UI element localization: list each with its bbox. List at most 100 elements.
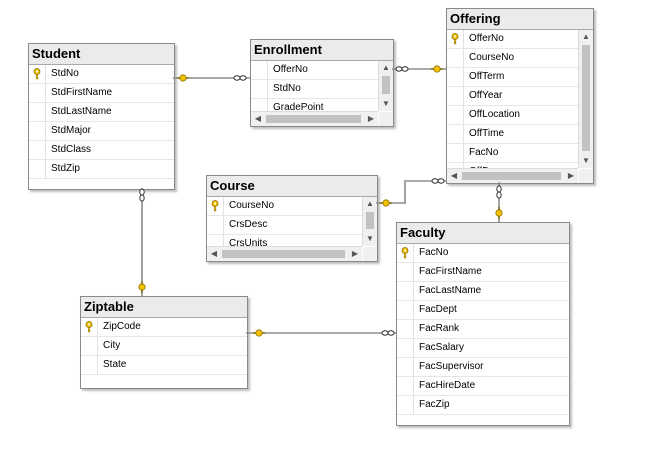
table-title[interactable]: Student [29,44,174,65]
field-row[interactable]: FacFirstName [397,263,569,282]
row-selector[interactable] [207,216,224,234]
field-row[interactable]: State [81,356,247,375]
primary-key-icon [85,321,93,333]
row-selector[interactable] [207,197,224,215]
scroll-thumb[interactable] [462,172,561,180]
horizontal-scrollbar[interactable]: ◀▶ [447,168,578,183]
field-row[interactable]: FacHireDate [397,377,569,396]
vertical-scrollbar[interactable]: ▲▼ [362,197,377,246]
field-row[interactable]: ZipCode [81,318,247,337]
row-selector[interactable] [29,103,46,121]
field-name: OfferNo [273,64,308,75]
field-row[interactable]: OffYear [447,87,578,106]
table-title[interactable]: Course [207,176,377,197]
scroll-right-icon[interactable]: ▶ [367,114,375,123]
row-selector[interactable] [447,87,464,105]
scroll-up-icon[interactable]: ▲ [382,63,390,72]
scroll-left-icon[interactable]: ◀ [254,114,262,123]
scroll-thumb[interactable] [366,212,374,229]
scroll-thumb[interactable] [382,76,390,94]
row-selector[interactable] [81,337,98,355]
field-row[interactable]: StdLastName [29,103,174,122]
row-selector[interactable] [397,282,414,300]
row-selector[interactable] [397,377,414,395]
scroll-up-icon[interactable]: ▲ [366,199,374,208]
field-row[interactable]: OfferNo [447,30,578,49]
horizontal-scrollbar[interactable]: ◀▶ [207,246,362,261]
row-selector[interactable] [81,356,98,374]
row-selector[interactable] [251,99,268,117]
field-row[interactable]: StdMajor [29,122,174,141]
row-selector[interactable] [29,141,46,159]
field-row[interactable]: StdNo [251,80,378,99]
field-row[interactable]: FacLastName [397,282,569,301]
field-row[interactable]: FacZip [397,396,569,415]
field-row[interactable]: CrsDesc [207,216,362,235]
row-selector[interactable] [397,320,414,338]
scroll-down-icon[interactable]: ▼ [366,234,374,243]
scroll-thumb[interactable] [582,45,590,151]
vertical-scrollbar[interactable]: ▲▼ [578,30,593,168]
row-selector[interactable] [29,84,46,102]
row-selector[interactable] [397,301,414,319]
scroll-down-icon[interactable]: ▼ [382,99,390,108]
field-row[interactable]: FacDept [397,301,569,320]
table-title[interactable]: Ziptable [81,297,247,318]
field-row[interactable]: OffLocation [447,106,578,125]
row-selector[interactable] [207,235,224,253]
field-row[interactable]: OffTime [447,125,578,144]
field-row[interactable]: FacSalary [397,339,569,358]
horizontal-scrollbar[interactable]: ◀▶ [251,111,378,126]
scroll-right-icon[interactable]: ▶ [351,249,359,258]
row-selector[interactable] [397,339,414,357]
field-row[interactable]: StdFirstName [29,84,174,103]
field-row[interactable]: FacSupervisor [397,358,569,377]
row-selector[interactable] [397,263,414,281]
field-row[interactable]: CourseNo [207,197,362,216]
field-row[interactable]: StdZip [29,160,174,179]
scroll-thumb[interactable] [222,250,345,258]
field-row[interactable]: StdClass [29,141,174,160]
row-selector[interactable] [447,125,464,143]
field-row[interactable]: City [81,337,247,356]
scroll-down-icon[interactable]: ▼ [582,156,590,165]
table-title[interactable]: Faculty [397,223,569,244]
row-selector[interactable] [447,49,464,67]
field-row[interactable]: OffTerm [447,68,578,87]
row-selector[interactable] [447,68,464,86]
field-row[interactable]: FacNo [447,144,578,163]
row-selector[interactable] [447,144,464,162]
field-row[interactable]: CourseNo [447,49,578,68]
field-row[interactable]: FacRank [397,320,569,339]
scroll-up-icon[interactable]: ▲ [582,32,590,41]
row-selector[interactable] [397,244,414,262]
row-selector[interactable] [29,65,46,83]
row-selector[interactable] [397,358,414,376]
table-title[interactable]: Enrollment [251,40,393,61]
row-selector[interactable] [29,122,46,140]
scroll-left-icon[interactable]: ◀ [450,171,458,180]
field-row[interactable]: StdNo [29,65,174,84]
row-selector[interactable] [251,61,268,79]
row-selector[interactable] [447,106,464,124]
row-selector[interactable] [397,396,414,414]
field-row[interactable]: FacNo [397,244,569,263]
many-end-infinity-icon [496,185,502,199]
field-row[interactable]: OfferNo [251,61,378,80]
row-selector[interactable] [29,160,46,178]
row-selector[interactable] [251,80,268,98]
row-selector[interactable] [81,318,98,336]
scroll-right-icon[interactable]: ▶ [567,171,575,180]
scroll-thumb[interactable] [266,115,361,123]
field-name: FacDept [419,304,457,315]
vertical-scrollbar[interactable]: ▲▼ [378,61,393,111]
table-title[interactable]: Offering [447,9,593,30]
row-selector[interactable] [447,30,464,48]
scroll-left-icon[interactable]: ◀ [210,249,218,258]
